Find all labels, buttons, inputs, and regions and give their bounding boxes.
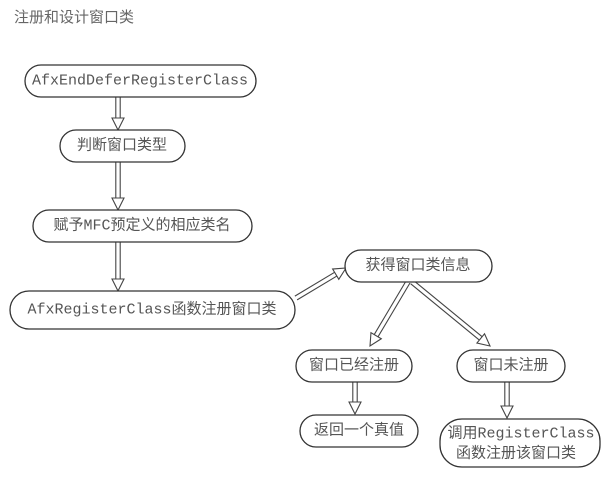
node-return-true: 返回一个真值 (299, 414, 419, 448)
flow-arrow (348, 382, 362, 416)
flow-arrow (111, 162, 125, 212)
node-label: 获得窗口类信息 (365, 256, 470, 275)
arrows (111, 97, 514, 420)
node-already-registered: 窗口已经注册 (295, 349, 413, 383)
node-label: 返回一个真值 (314, 421, 404, 440)
node-label: 窗口未注册 (473, 356, 548, 375)
node-assign-mfc-class-name: 赋予MFC预定义的相应类名 (32, 209, 253, 243)
flow-arrow (111, 97, 125, 132)
node-label: 赋予MFC预定义的相应类名 (53, 216, 230, 235)
node-check-window-type: 判断窗口类型 (59, 129, 186, 163)
flow-arrow (294, 267, 348, 301)
node-get-class-info: 获得窗口类信息 (344, 249, 493, 283)
node-not-registered: 窗口未注册 (456, 349, 566, 383)
node-label: 窗口已经注册 (309, 356, 399, 375)
diagram-title: 注册和设计窗口类 (14, 8, 135, 26)
node-afx-register-class: AfxRegisterClass函数注册窗口类 (9, 290, 296, 330)
node-label: AfxEndDeferRegisterClass (32, 73, 248, 90)
flow-arrow (369, 280, 411, 348)
flow-arrow (111, 242, 125, 293)
node-label-line1: 调用RegisterClass (447, 425, 594, 443)
flow-arrow (500, 382, 514, 420)
node-call-register-class: 调用RegisterClass 函数注册该窗口类 (439, 418, 601, 468)
node-label: AfxRegisterClass函数注册窗口类 (27, 300, 276, 319)
node-afx-end-defer-register-class: AfxEndDeferRegisterClass (24, 64, 257, 98)
node-label-line2: 函数注册该窗口类 (456, 444, 576, 463)
node-label: 判断窗口类型 (77, 136, 167, 155)
flow-arrow (410, 279, 491, 347)
